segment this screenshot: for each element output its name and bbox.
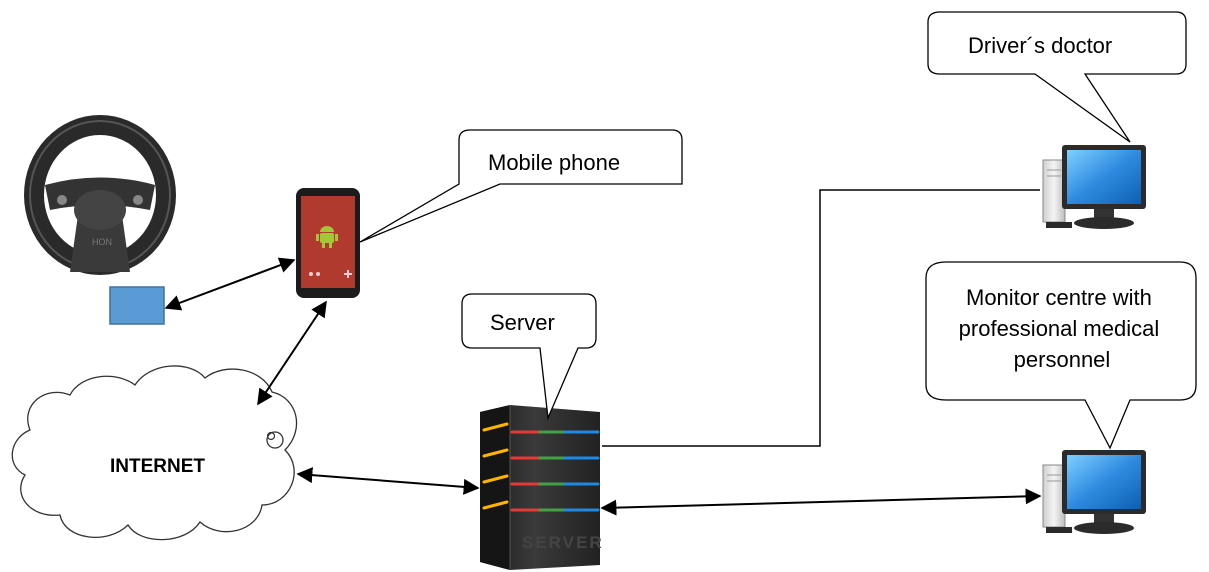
arrow-phone-internet [257,300,327,406]
callout-monitor-centre-text: Monitor centre with professional medical… [959,285,1166,372]
callout-drivers-doctor-text: Driver´s doctor [968,33,1112,58]
arrow-sensor-phone [164,257,296,311]
callout-server-text: Server [490,310,555,335]
mobile-phone-icon [296,188,360,298]
steering-wheel-icon: HON [24,115,176,275]
desktop-computer-icon-doctor [1042,145,1146,229]
callout-monitor-centre: Monitor centre with professional medical… [925,261,1197,450]
callout-mobile-phone-text: Mobile phone [488,150,620,175]
android-icon [316,226,338,248]
line-server-doctor [602,189,1040,447]
cloud-label: INTERNET [110,456,205,477]
callout-drivers-doctor: Driver´s doctor [927,11,1187,143]
svg-text:HON: HON [92,237,112,247]
server-engraving: SERVER [522,533,604,552]
desktop-computer-icon-monitor-centre [1042,450,1146,534]
server-lights [482,422,600,512]
arrow-server-monitor-centre [600,488,1042,516]
server-tower-icon: SERVER [480,405,604,570]
callout-monitor-line-3: personnel [1014,347,1111,372]
callout-mobile-phone: Mobile phone [359,129,683,243]
callout-monitor-line-1: Monitor centre with [966,285,1152,310]
callout-monitor-line-2: professional medical [959,316,1160,341]
arrow-internet-server [296,467,480,495]
callout-server: Server [461,293,597,421]
sensor-box [109,286,165,325]
cloud-icon [11,365,298,541]
